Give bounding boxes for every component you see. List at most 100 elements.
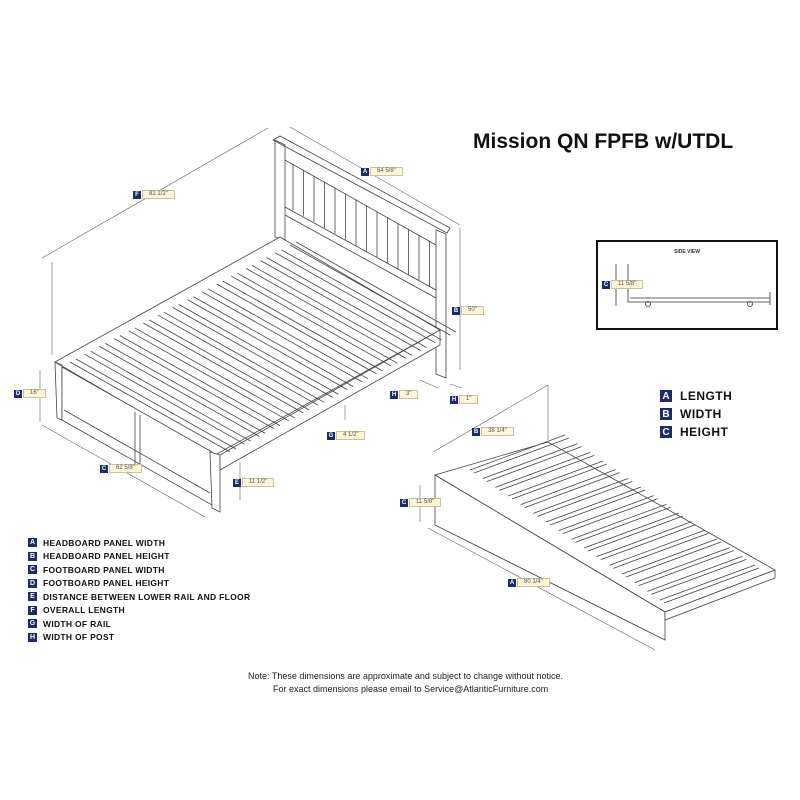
- bed-slat: [245, 268, 407, 359]
- bed-slat: [231, 275, 392, 367]
- trundle-slat: [625, 541, 722, 578]
- bed-slat: [105, 343, 266, 434]
- bed-slat: [128, 330, 289, 422]
- trundle-slat: [507, 460, 604, 497]
- dimension-lines: [39, 126, 656, 651]
- trundle-slat: [495, 451, 591, 488]
- bed-slat: [216, 283, 377, 375]
- bed-slat: [172, 307, 333, 398]
- bed-slat: [201, 291, 363, 383]
- bed-slat: [75, 358, 237, 450]
- trundle-slat: [545, 486, 642, 523]
- trundle-slat: [511, 463, 608, 500]
- bed-slat: [260, 260, 421, 351]
- bed-slats: [69, 241, 457, 453]
- bed-slat: [90, 350, 251, 442]
- side-view-drawing: [615, 264, 771, 307]
- trundle-slat: [609, 529, 705, 566]
- bed-slat: [222, 280, 383, 372]
- bed-slat: [134, 327, 295, 419]
- bed-slat: [149, 319, 310, 411]
- bed-slat: [157, 314, 319, 406]
- trundle-slat: [583, 512, 680, 549]
- bed-slat: [113, 338, 275, 429]
- trundle-slat: [524, 472, 620, 509]
- bed-slat: [266, 257, 427, 348]
- headboard-slats: [292, 164, 430, 287]
- trundle-slat: [533, 477, 629, 514]
- disclaimer-note: Note: These dimensions are approximate a…: [248, 670, 563, 696]
- bed-slat: [295, 241, 457, 333]
- page-title: Mission QN FPFB w/UTDL: [473, 130, 734, 153]
- bed-slat: [251, 265, 413, 356]
- trundle-slat: [621, 538, 718, 575]
- trundle-slat: [537, 480, 633, 517]
- trundle-slat: [596, 521, 692, 558]
- side-view-title: SIDE VIEW: [674, 249, 700, 255]
- trundle-slat: [549, 489, 646, 526]
- trundle-slat: [651, 558, 747, 595]
- trundle-slat: [486, 446, 582, 483]
- trundle-slat: [571, 503, 667, 540]
- bed-slat: [99, 346, 260, 437]
- bed-slat: [178, 304, 339, 395]
- trundle-slat: [558, 495, 654, 532]
- bed-slat: [119, 335, 281, 426]
- trundle: [434, 441, 776, 641]
- trundle-slat: [613, 532, 709, 569]
- bed-slat: [275, 252, 436, 344]
- trundle-slats: [469, 434, 760, 604]
- bed-slat: [187, 299, 348, 390]
- bed-slat: [69, 361, 231, 453]
- trundle-slat: [562, 498, 658, 535]
- bed-slat: [163, 311, 325, 403]
- trundle-slat: [575, 506, 671, 543]
- bed-slat: [237, 272, 398, 364]
- note-line-2: For exact dimensions please email to Ser…: [273, 684, 549, 694]
- bed-slat: [281, 249, 442, 341]
- bed-slat: [143, 322, 304, 414]
- trundle-slat: [499, 454, 595, 491]
- trundle-slat: [638, 550, 734, 587]
- bed-slat: [193, 296, 354, 387]
- trundle-slat: [520, 469, 616, 506]
- trundle-slat: [659, 564, 756, 601]
- trundle-slat: [663, 567, 760, 604]
- trundle-slat: [482, 443, 578, 480]
- note-line-1: Note: These dimensions are approximate a…: [248, 671, 564, 681]
- trundle-slat: [587, 515, 684, 552]
- trundle-slat: [647, 555, 743, 592]
- bed-slat: [289, 244, 451, 336]
- trundle-slat: [634, 547, 730, 584]
- trundle-slat: [469, 434, 566, 471]
